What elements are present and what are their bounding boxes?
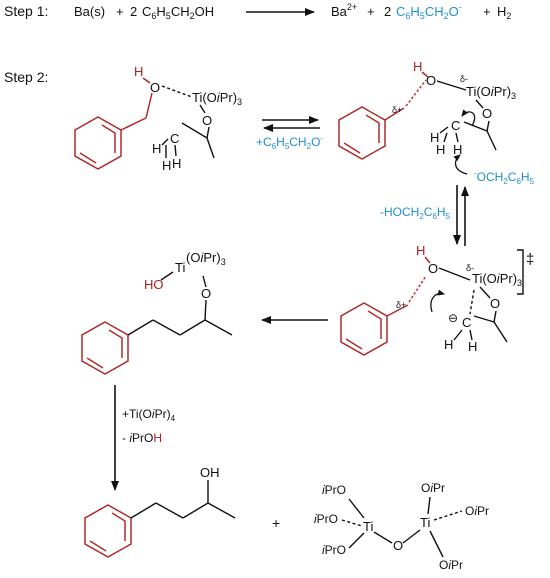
dimer-right-mid: OiPr xyxy=(465,504,489,518)
benzene-ring-3 xyxy=(340,302,388,356)
ch2-h-2c: H xyxy=(436,142,445,157)
dimer-right-bot: OiPr xyxy=(439,558,463,572)
hydroxyl-h: H xyxy=(134,64,143,79)
dimer-ti-right: Ti xyxy=(420,515,430,530)
step1-hydrogen: H2 xyxy=(497,4,511,21)
alkoxy-o-2: O xyxy=(482,106,492,121)
dimer-left-top: iPrO xyxy=(322,483,346,497)
dimer-ti-left: Ti xyxy=(363,519,373,534)
dimer-left-bot: iPrO xyxy=(322,543,346,557)
ti-hydroxo: HO xyxy=(144,277,164,292)
ch2-h-2a: H xyxy=(430,130,439,145)
step1-reactant-ba: Ba(s) xyxy=(74,4,105,19)
hydroxyl-h-2: H xyxy=(413,59,422,74)
carbanion-h1: H xyxy=(444,337,453,352)
structure-ti-oxo-dimer: iPrO iPrO iPrO Ti O Ti OiPr OiPr OiPr xyxy=(314,481,489,572)
delta-minus-1: δ- xyxy=(460,74,468,84)
delta-plus-1: δ+ xyxy=(392,105,402,115)
step1-benzyloxide: C6H5CH2O- xyxy=(396,2,462,21)
benzene-ring-2 xyxy=(338,106,386,160)
carbanion-h2: H xyxy=(468,339,477,354)
step1-plus-1: + xyxy=(116,4,124,19)
equilibrium-arrows-top: +C6H5CH2O- xyxy=(256,116,323,151)
step1-ba-charge: 2+ xyxy=(347,2,357,12)
curly-arrow-2 xyxy=(453,154,468,175)
ch2-c-2: C xyxy=(451,118,460,133)
forward-reagent: +C6H5CH2O- xyxy=(256,134,323,151)
benzene-ring xyxy=(74,116,122,170)
step1-product-ba: Ba2+ xyxy=(331,2,357,19)
ti-ligands-4: (OiPr)3 xyxy=(186,250,226,267)
delta-plus-2: δ+ xyxy=(396,300,406,310)
curly-arrow-3 xyxy=(430,289,445,313)
hydroxyl-o-3: O xyxy=(428,261,438,276)
ti-group-2: Ti(OiPr)3 xyxy=(466,84,516,101)
carbanion-c: C xyxy=(462,315,471,330)
step1-plus-2: + xyxy=(367,4,375,19)
structure-activated-complex: δ+ H O δ- Ti(OiPr)3 O C H H H -OCH2C6H5 xyxy=(338,59,535,186)
attacker: -OCH2C6H5 xyxy=(474,169,535,186)
ts-double-dagger: ‡ xyxy=(526,251,534,268)
structure-transition-state: δ+ H O δ- Ti(OiPr)3 O C ⊖ H H ‡ xyxy=(340,243,534,356)
ti-group-3: Ti(OiPr)3 xyxy=(472,271,522,288)
step1-equation: Step 1: Ba(s) + 2 C6H5CH2OH Ba2+ + 2 C6H… xyxy=(4,2,511,21)
final-reagent-2: - iPrOH xyxy=(122,431,162,445)
ch2-h-2b: H xyxy=(453,142,462,157)
ti-group: Ti(OiPr)3 xyxy=(192,90,242,107)
curly-arrow-1 xyxy=(461,109,476,127)
step1-benzyloxide-charge: - xyxy=(459,2,462,12)
ts-bracket xyxy=(517,249,524,295)
hydroxyl-h-3: H xyxy=(416,243,425,258)
step1-benzyl-alcohol: C6H5CH2OH xyxy=(142,4,214,21)
dimer-bridge-o: O xyxy=(393,538,403,553)
step2-label: Step 2: xyxy=(4,69,48,85)
ch2-c: C xyxy=(170,131,179,146)
ch2-h3: H xyxy=(162,158,171,173)
hydroxyl-o: O xyxy=(150,80,160,95)
step1-plus-3: + xyxy=(483,4,491,19)
delta-minus-2: δ- xyxy=(466,263,474,273)
ti-group-4: Ti xyxy=(175,260,185,275)
final-plus: + xyxy=(272,515,280,531)
down-reagent: -HOCH2C6H5 xyxy=(380,205,451,221)
structure-final-alcohol: OH xyxy=(84,465,236,558)
step1-coefficient: 2 xyxy=(130,4,137,19)
step1-label: Step 1: xyxy=(4,3,48,19)
benzene-ring-5 xyxy=(84,504,132,558)
final-alcohol-oh: OH xyxy=(200,465,220,480)
ch2-h2: H xyxy=(172,156,181,171)
structure-alkoxide-complex: O H Ti(OiPr)3 O C H H H xyxy=(74,64,242,173)
alkoxy-o-3: O xyxy=(490,296,500,311)
carbanion-charge: ⊖ xyxy=(448,311,458,325)
benzene-ring-4 xyxy=(81,321,129,375)
alkoxy-o-4: O xyxy=(201,286,211,301)
hydroxyl-o-2: O xyxy=(426,73,436,88)
dimer-left-mid: iPrO xyxy=(314,512,338,526)
alkoxy-o: O xyxy=(202,113,212,128)
step1-coefficient-2: 2 xyxy=(384,4,391,19)
ch2-h1: H xyxy=(152,141,161,156)
final-reagent-1: +Ti(OiPr)4 xyxy=(122,407,176,423)
final-step-arrow: +Ti(OiPr)4 - iPrOH xyxy=(111,385,176,491)
equilibrium-arrows-vertical: -HOCH2C6H5 xyxy=(380,185,469,246)
structure-product-complex: O Ti (OiPr)3 HO xyxy=(81,250,233,375)
dimer-right-top: OiPr xyxy=(421,481,445,495)
